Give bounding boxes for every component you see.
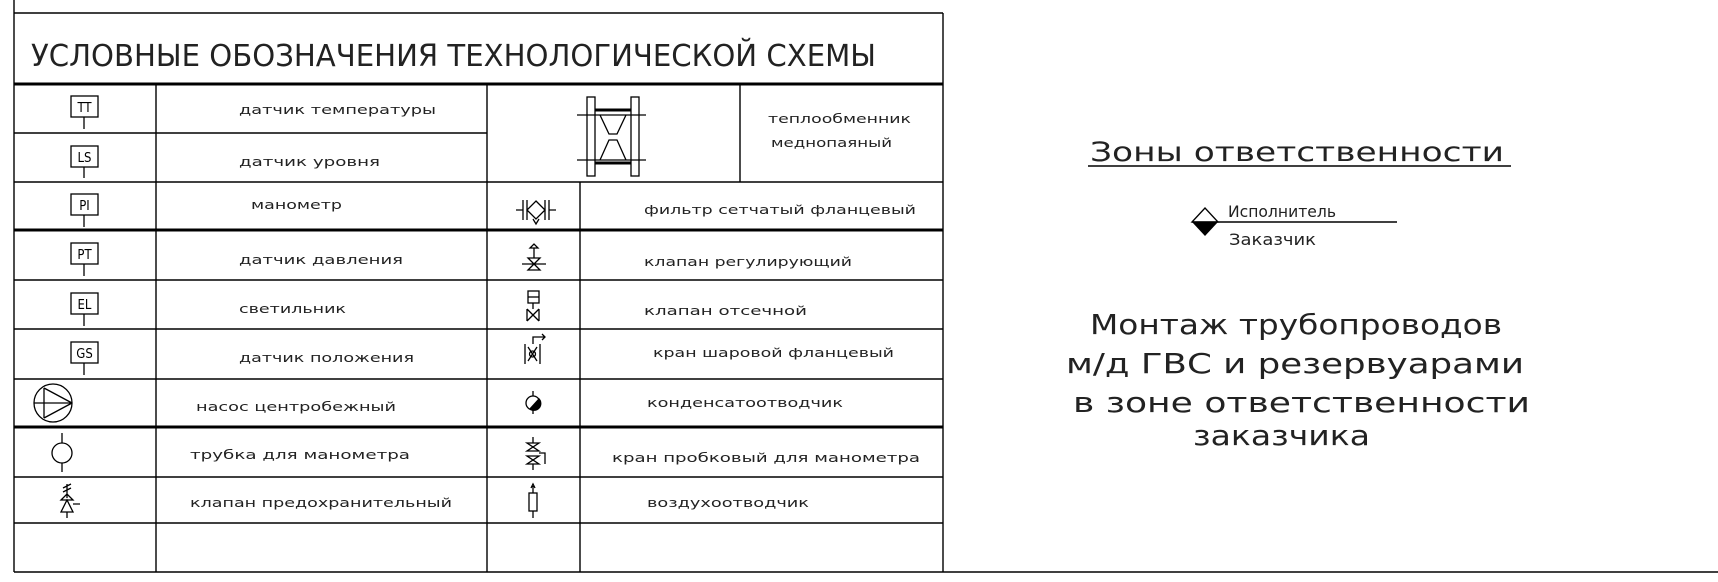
gauge-tube-icon <box>51 433 73 472</box>
legend-label: теплообменник <box>768 112 911 126</box>
legend-label: кран пробковый для манометра <box>612 451 920 465</box>
legend-grid <box>14 82 943 572</box>
zone-lower-label: Заказчик <box>1229 230 1316 249</box>
legend-label: трубка для манометра <box>190 448 410 462</box>
legend-label: клапан отсечной <box>644 304 807 318</box>
legend-label: датчик положения <box>239 351 414 365</box>
plug-valve-icon <box>524 437 546 470</box>
svg-text:EL: EL <box>78 298 92 313</box>
safety-valve-icon <box>59 483 80 518</box>
air-vent-icon <box>528 482 538 518</box>
legend-label: воздухоотводчик <box>647 496 809 510</box>
legend-label: насос центробежный <box>196 400 396 414</box>
legend-label: клапан регулирующий <box>644 255 852 269</box>
note-line: Монтаж трубопроводов <box>1090 308 1502 341</box>
position-sensor-icon: GS <box>70 341 99 375</box>
svg-text:LS: LS <box>78 151 92 166</box>
legend-label: конденсатоотводчик <box>647 396 843 410</box>
legend-label: датчик температуры <box>239 103 436 117</box>
svg-text:GS: GS <box>76 347 93 362</box>
note-line: м/д ГВС и резервуарами <box>1066 347 1524 380</box>
steam-trap-icon <box>525 391 542 414</box>
note-line: заказчика <box>1193 419 1370 452</box>
pressure-sensor-icon: PT <box>70 242 99 276</box>
svg-text:PT: PT <box>77 248 92 263</box>
legend-label: светильник <box>239 302 346 316</box>
level-sensor-icon: LS <box>70 145 99 178</box>
control-valve-icon <box>522 243 546 271</box>
legend-label: манометр <box>251 198 342 212</box>
responsibility-boundary-icon <box>1190 207 1397 236</box>
temperature-sensor-icon: TT <box>70 95 99 129</box>
legend-title: УСЛОВНЫЕ ОБОЗНАЧЕНИЯ ТЕХНОЛОГИЧЕСКОЙ СХЕ… <box>31 38 876 74</box>
legend-label: датчик уровня <box>239 155 380 169</box>
note-line: в зоне ответственности <box>1073 386 1530 419</box>
legend-label: датчик давления <box>239 253 403 267</box>
pressure-gauge-icon: PI <box>70 193 99 227</box>
zone-upper-label: Исполнитель <box>1228 202 1336 221</box>
legend-label: фильтр сетчатый фланцевый <box>644 203 916 217</box>
svg-text:TT: TT <box>76 101 92 116</box>
legend-label: меднопаяный <box>771 136 892 150</box>
strainer-icon <box>516 200 556 226</box>
legend-label: клапан предохранительный <box>190 496 452 510</box>
heat-exchanger-icon <box>577 96 646 177</box>
shutoff-valve-icon <box>526 290 540 322</box>
legend-label: кран шаровой фланцевый <box>653 346 894 360</box>
svg-text:PI: PI <box>79 199 90 214</box>
zones-title: Зоны ответственности <box>1090 137 1504 168</box>
centrifugal-pump-icon <box>33 383 73 423</box>
ball-valve-icon <box>524 333 546 364</box>
light-fixture-icon: EL <box>70 292 99 326</box>
